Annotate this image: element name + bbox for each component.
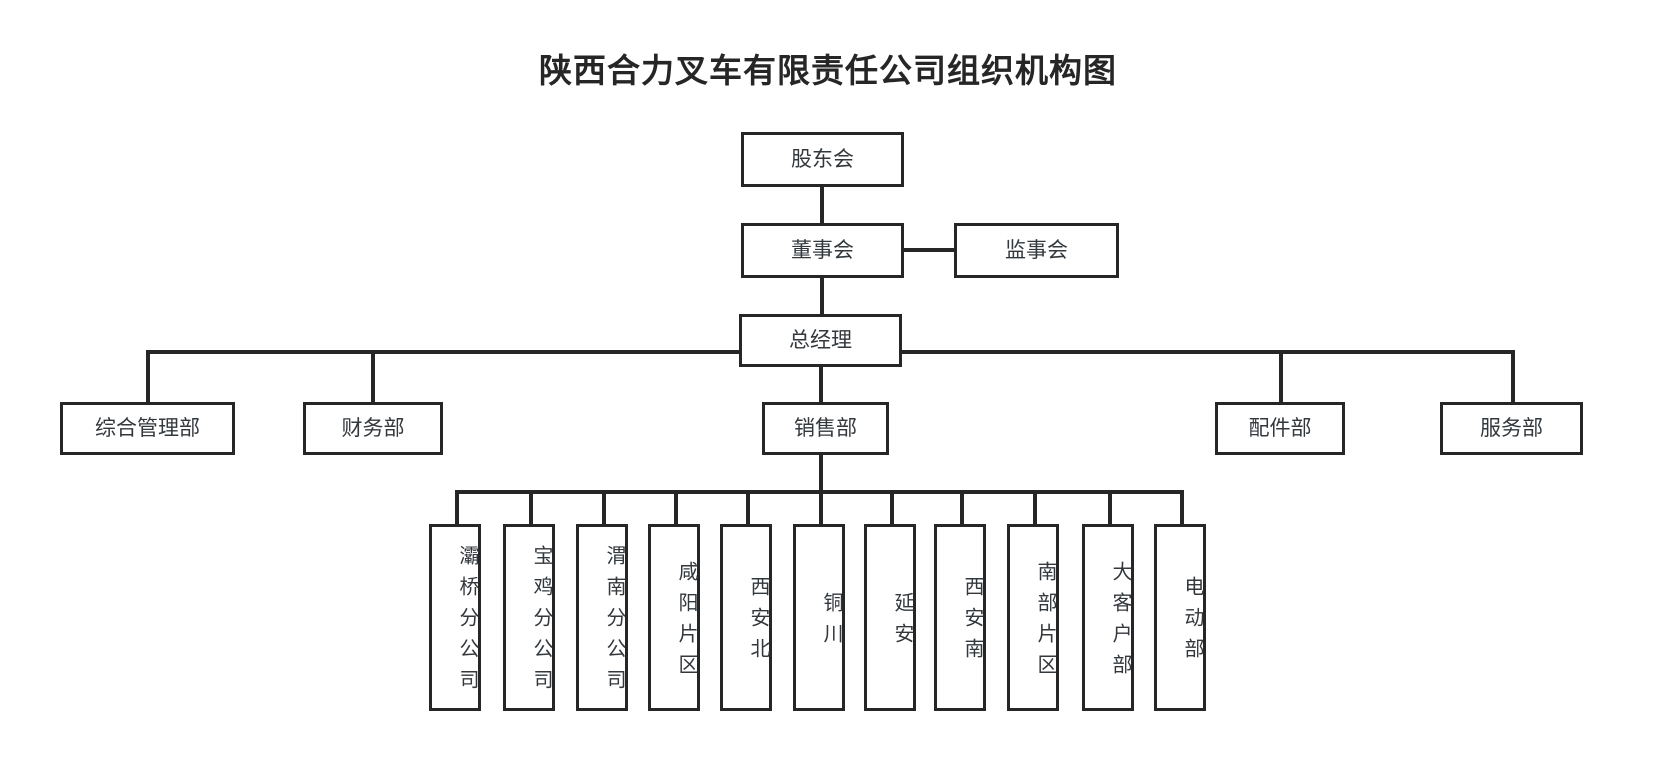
leg-sales [819,367,823,402]
node-unit-baqiao: 灞桥分公司 [429,524,481,711]
node-unit-key-accounts: 大客户部 [1082,524,1134,711]
leg-unit-xian-north [746,490,750,524]
leg-unit-tongchuan [819,490,823,524]
node-unit-south-region: 南部片区 [1007,524,1059,711]
node-general-manager: 总经理 [739,314,902,367]
department-bus-right [902,350,1515,354]
leg-unit-xian-south [960,490,964,524]
node-unit-electric: 电动部 [1154,524,1206,711]
leg-general-management [146,350,150,402]
connector-board-to-gm [820,278,824,314]
leg-unit-xianyang [674,490,678,524]
node-shareholders: 股东会 [741,132,904,187]
leg-finance [371,350,375,402]
leg-unit-baqiao [455,490,459,524]
node-department-service: 服务部 [1440,402,1583,455]
leg-unit-yanan [890,490,894,524]
node-unit-xian-south: 西安南 [934,524,986,711]
leg-sales-to-units-bus [819,455,823,493]
node-unit-weinan: 渭南分公司 [576,524,628,711]
connector-board-to-supervisors [904,248,954,252]
leg-unit-key-accounts [1108,490,1112,524]
node-unit-baoji: 宝鸡分公司 [503,524,555,711]
node-unit-yanan: 延安 [864,524,916,711]
node-unit-tongchuan: 铜川 [793,524,845,711]
leg-unit-electric [1180,490,1184,524]
leg-unit-south-region [1033,490,1037,524]
node-department-parts: 配件部 [1215,402,1345,455]
department-bus [146,350,739,354]
node-board-of-supervisors: 监事会 [954,223,1119,278]
node-department-sales: 销售部 [762,402,889,455]
node-department-general-management: 综合管理部 [60,402,235,455]
page-title: 陕西合力叉车有限责任公司组织机构图 [539,52,1117,89]
connector-shareholders-to-board [820,187,824,223]
node-unit-xian-north: 西安北 [720,524,772,711]
node-unit-xianyang: 咸阳片区 [648,524,700,711]
leg-parts [1279,350,1283,402]
leg-unit-baoji [529,490,533,524]
leg-service [1511,350,1515,402]
node-board-of-directors: 董事会 [741,223,904,278]
leg-unit-weinan [602,490,606,524]
node-department-finance: 财务部 [303,402,443,455]
